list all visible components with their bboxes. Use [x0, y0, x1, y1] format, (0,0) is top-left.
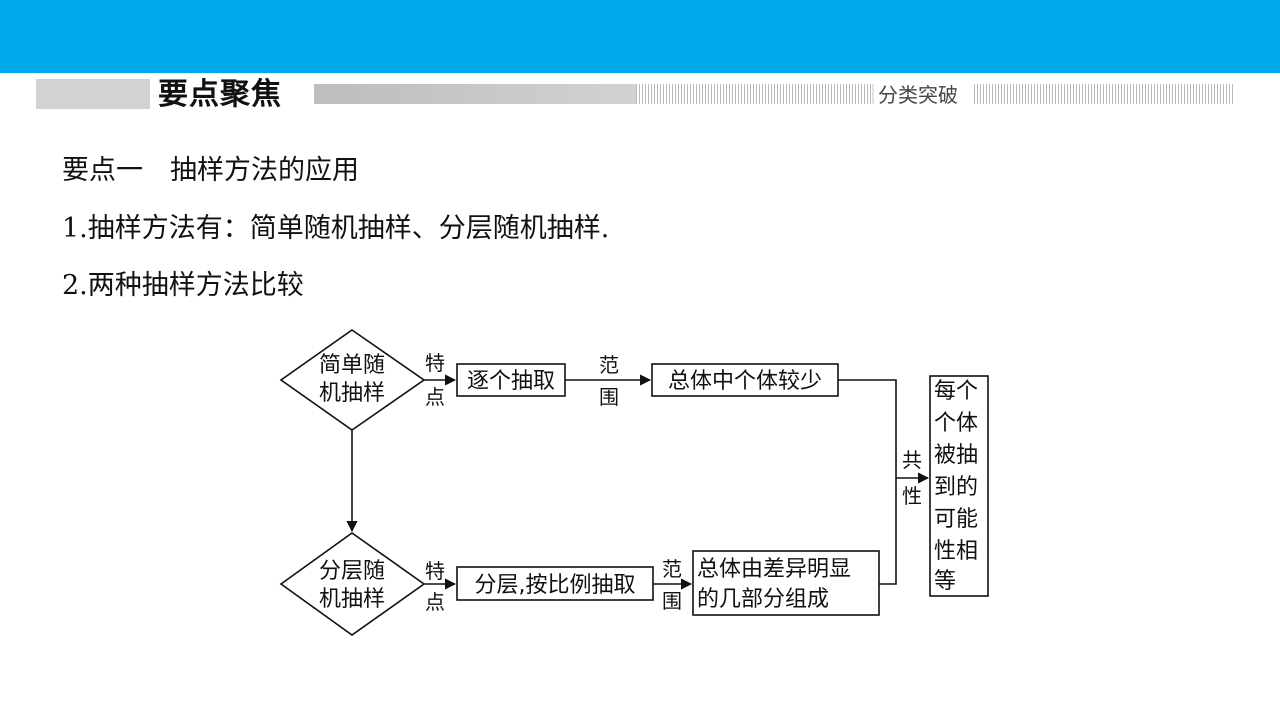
content-point-2: 2.两种抽样方法比较 — [62, 270, 304, 301]
header-decor-stripes-left — [636, 84, 872, 104]
simple-range-text: 总体中个体较少 — [668, 369, 822, 394]
section-header: 要点聚焦 分类突破 — [0, 76, 1280, 114]
range-label-bottom-1: 范 — [662, 557, 682, 581]
feature-label-bottom-2: 点 — [425, 590, 445, 614]
common-result-line-3: 被抽 — [934, 443, 978, 468]
common-label-2: 性 — [902, 484, 922, 508]
common-result-line-7: 等 — [934, 569, 956, 594]
stratified-label-1: 分层随 — [319, 559, 385, 584]
connector-strat-to-common — [879, 478, 897, 585]
section-title: 要点聚焦 — [158, 77, 282, 112]
common-result-line-5: 可能 — [934, 507, 978, 532]
top-banner — [0, 0, 1280, 73]
stratified-label-2: 机抽样 — [319, 587, 385, 612]
content-point-1: 1.抽样方法有：简单随机抽样、分层随机抽样. — [62, 213, 610, 244]
simple-random-label-2: 机抽样 — [319, 381, 385, 406]
header-decor-stripes-right — [974, 84, 1234, 104]
strat-feature-text: 分层,按比例抽取 — [475, 573, 636, 598]
range-label-bottom-2: 围 — [662, 589, 682, 613]
section-subtitle: 分类突破 — [878, 83, 958, 107]
feature-label-bottom-1: 特 — [425, 559, 445, 583]
common-label-1: 共 — [902, 448, 922, 472]
common-result-line-6: 性相 — [934, 539, 978, 564]
strat-range-text-1: 总体由差异明显 — [697, 557, 851, 582]
feature-label-top-2: 点 — [425, 385, 445, 409]
content-heading: 要点一 抽样方法的应用 — [62, 155, 359, 186]
connector-simple-to-common — [838, 379, 897, 478]
stratified-diamond — [279, 532, 426, 636]
strat-range-box — [692, 550, 880, 616]
strat-range-text-2: 的几部分组成 — [697, 587, 829, 612]
common-result-line-4: 到的 — [934, 475, 978, 500]
simple-random-diamond — [279, 329, 426, 431]
common-result-line-1: 每个 — [934, 379, 978, 404]
simple-feature-text: 逐个抽取 — [467, 369, 555, 394]
range-label-top-1: 范 — [599, 353, 619, 377]
common-result-line-2: 个体 — [934, 411, 978, 436]
common-result-box — [929, 375, 989, 597]
range-label-top-2: 围 — [599, 385, 619, 409]
header-decor-block — [36, 79, 150, 109]
simple-random-label-1: 简单随 — [319, 353, 385, 378]
feature-label-top-1: 特 — [425, 351, 445, 375]
